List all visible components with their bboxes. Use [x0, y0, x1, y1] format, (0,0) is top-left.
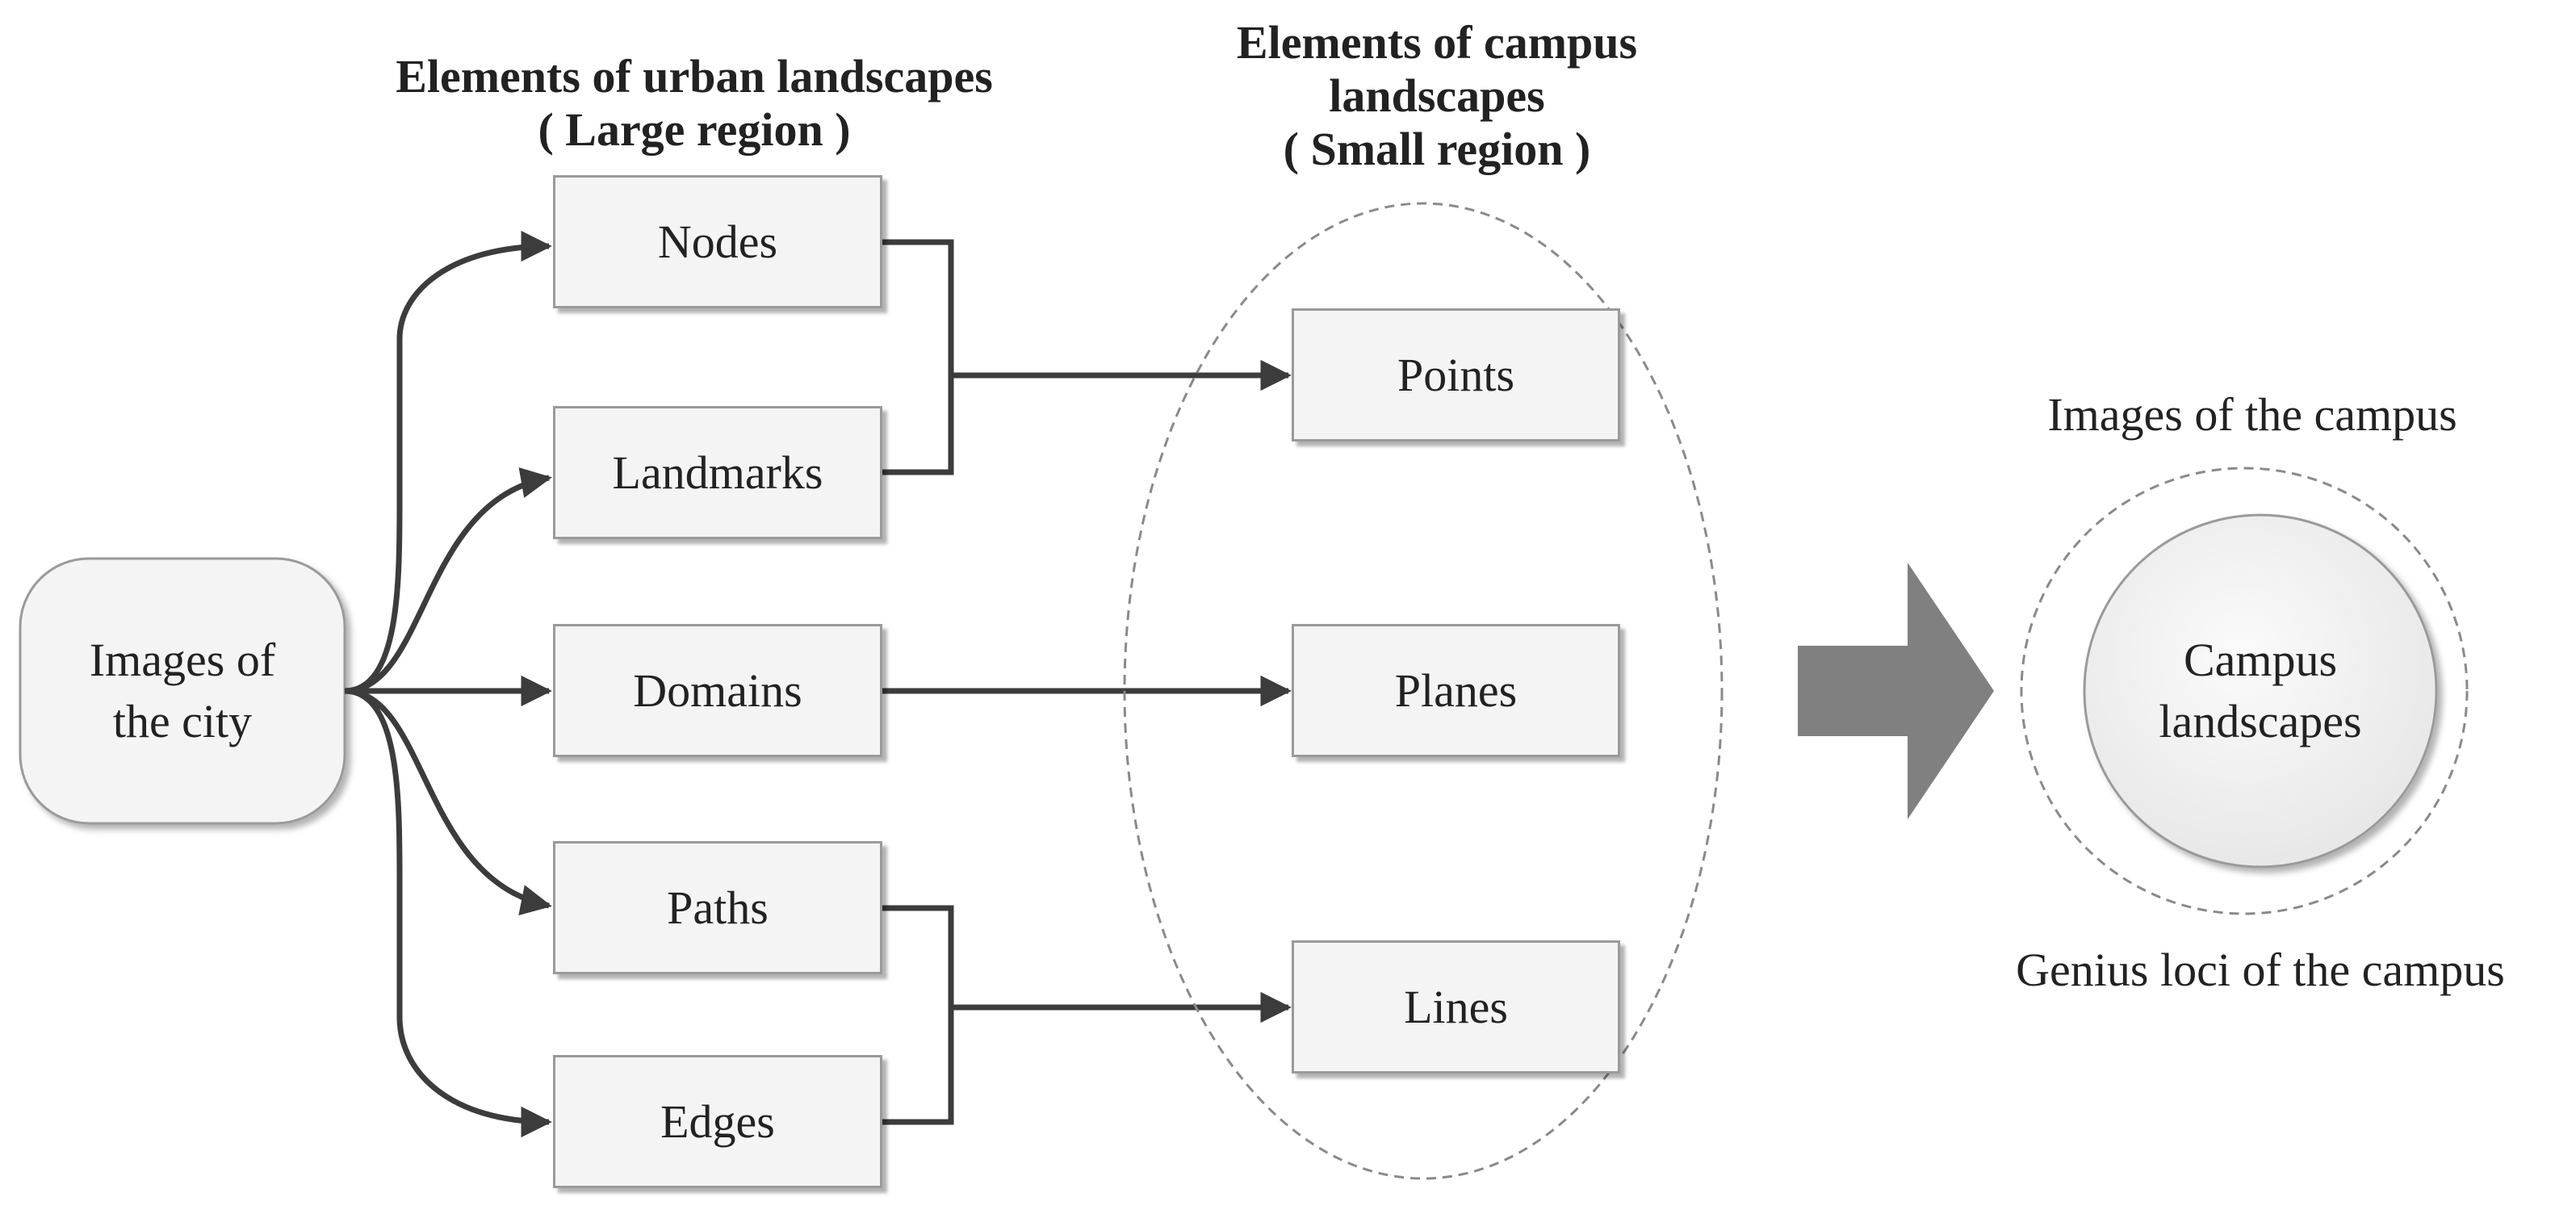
campus-title-line1: Elements of campus	[1236, 16, 1638, 69]
urban-label-landmarks: Landmarks	[612, 446, 823, 499]
connector-to-nodes	[344, 230, 552, 694]
urban-box-landmarks: Landmarks	[553, 406, 882, 539]
urban-subtitle: ( Large region )	[538, 103, 851, 156]
urban-label-nodes: Nodes	[657, 216, 778, 268]
connector-to-edges	[344, 688, 552, 1138]
campus-landscapes-circle	[2083, 513, 2438, 869]
campus-region-ellipse	[1123, 202, 1724, 1180]
urban-label-domains: Domains	[633, 664, 802, 717]
source-line1: Images of	[89, 634, 276, 686]
connector-to-paths	[344, 688, 552, 916]
campus-landscapes-line2: landscapes	[2159, 695, 2362, 747]
urban-box-domains: Domains	[553, 624, 882, 757]
images-of-campus-label: Images of the campus	[2047, 388, 2457, 441]
urban-box-paths: Paths	[553, 841, 882, 974]
campus-label-points: Points	[1397, 349, 1515, 401]
urban-label-edges: Edges	[660, 1095, 775, 1148]
bracket-nodes-landmarks	[882, 239, 954, 475]
outer-dashed-circle	[2020, 467, 2469, 915]
genius-loci-label: Genius loci of the campus	[2016, 944, 2505, 996]
campus-label-lines: Lines	[1404, 981, 1508, 1033]
urban-title: Elements of urban landscapes	[396, 50, 993, 103]
source-label: Images of the city	[20, 630, 345, 752]
big-right-arrow	[1798, 563, 1994, 819]
urban-header: Elements of urban landscapes ( Large reg…	[266, 50, 1122, 157]
campus-box-points: Points	[1292, 308, 1620, 442]
campus-title-line2: landscapes	[1329, 69, 1545, 122]
urban-box-nodes: Nodes	[553, 175, 882, 308]
source-line2: the city	[112, 695, 253, 747]
campus-box-lines: Lines	[1292, 940, 1620, 1074]
bracket-paths-edges	[882, 905, 954, 1125]
campus-header: Elements of campus landscapes ( Small re…	[1146, 16, 1728, 176]
campus-subtitle: ( Small region )	[1283, 123, 1591, 175]
connector-to-landmarks	[344, 467, 552, 694]
campus-label-planes: Planes	[1394, 664, 1518, 717]
campus-landscapes-line1: Campus	[2183, 634, 2338, 686]
urban-box-edges: Edges	[553, 1055, 882, 1188]
campus-landscapes-label: Campus landscapes	[2084, 630, 2436, 752]
urban-label-paths: Paths	[667, 881, 769, 934]
campus-box-planes: Planes	[1292, 624, 1620, 757]
